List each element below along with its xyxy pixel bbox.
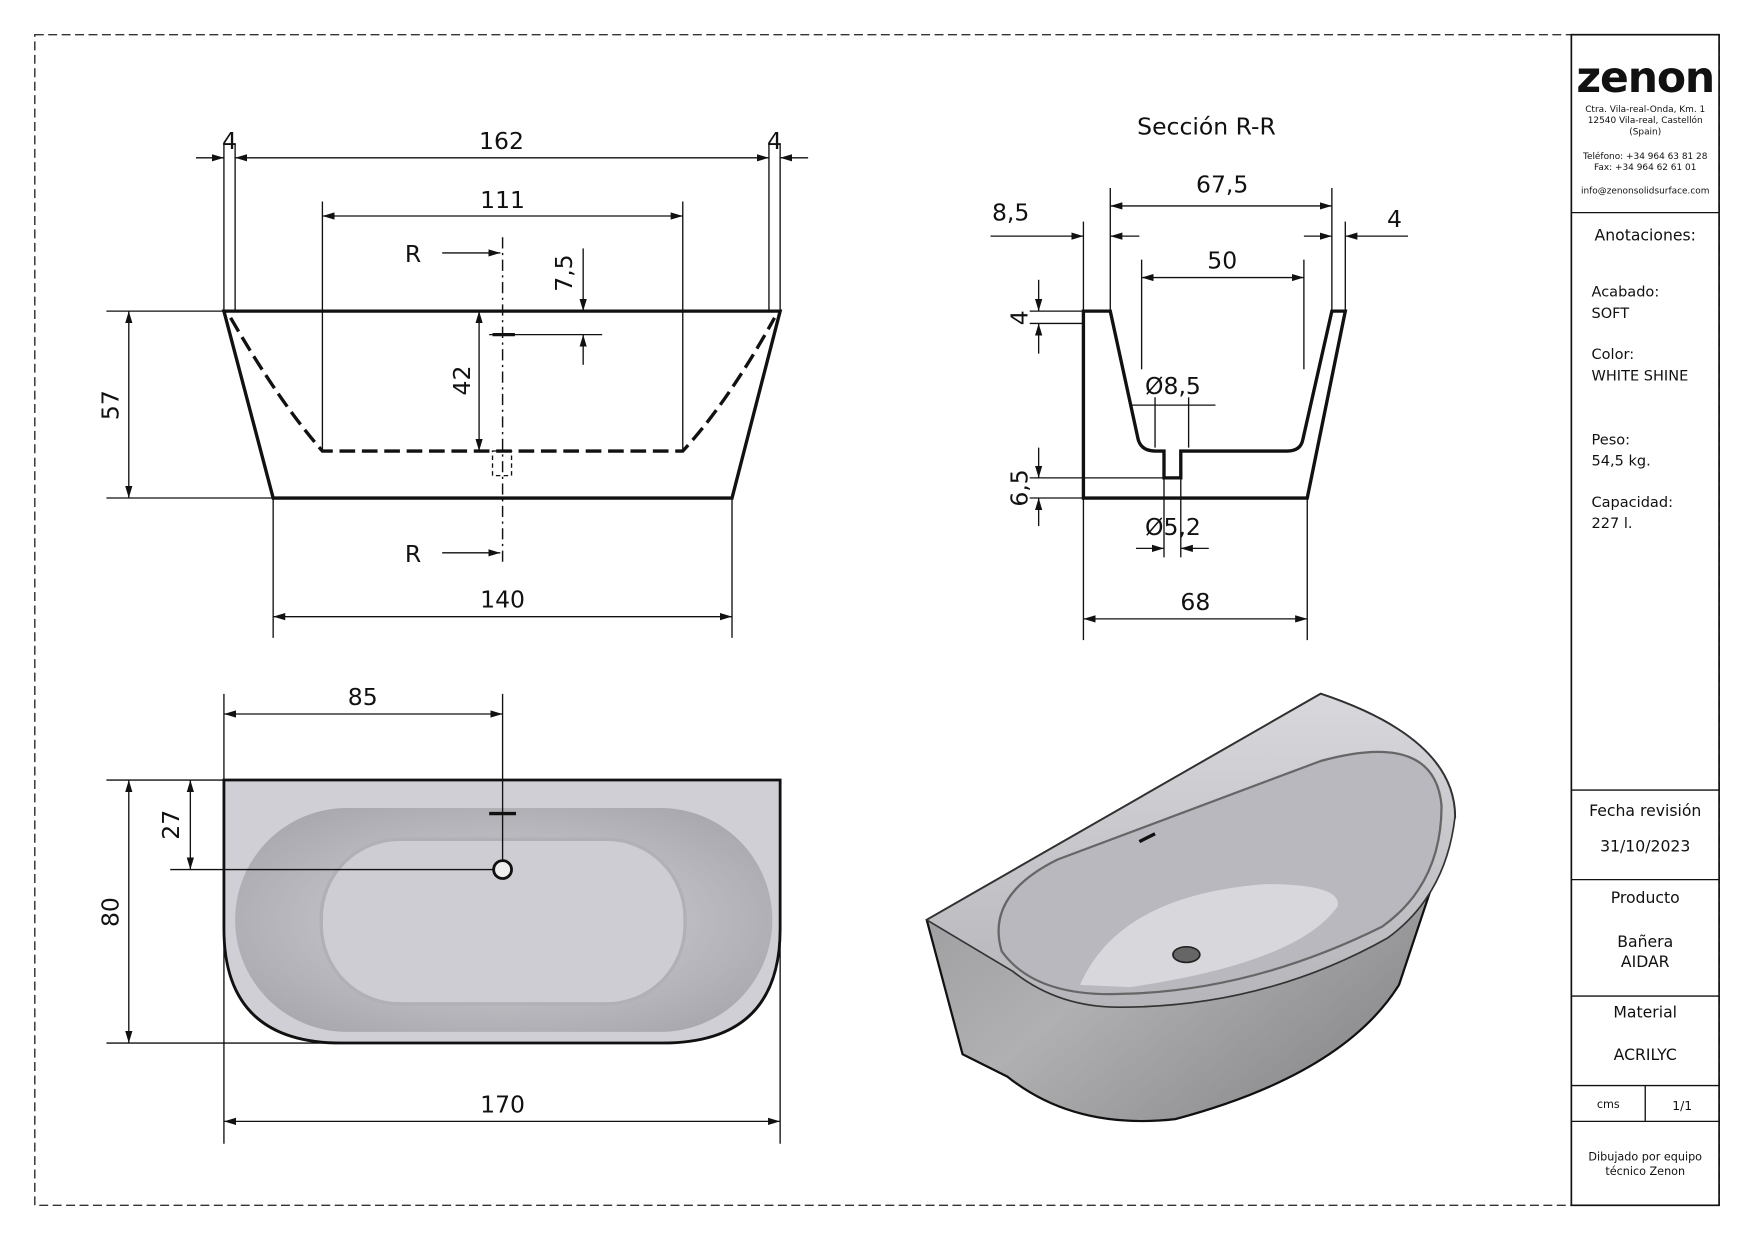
dim-drain-y: 27	[157, 810, 185, 840]
revision-date: 31/10/2023	[1600, 837, 1690, 856]
drain-icon	[492, 859, 513, 880]
product-label: Producto	[1611, 888, 1680, 907]
weight-value: 54,5 kg.	[1592, 454, 1651, 470]
scale: 1/1	[1672, 1099, 1692, 1113]
units: cms	[1597, 1098, 1620, 1111]
dim-plan-length: 170	[480, 1090, 525, 1118]
dim-bottom-width: 68	[1180, 588, 1210, 616]
footer-line-1: Dibujado por equipo	[1588, 1151, 1702, 1164]
dim-inner-length: 111	[480, 186, 525, 214]
capacity-label: Capacidad:	[1592, 495, 1673, 511]
address-line-3: (Spain)	[1629, 127, 1661, 137]
address-line-1: Ctra. Vila-real-Onda, Km. 1	[1585, 105, 1705, 115]
title-block: zenon Ctra. Vila-real-Onda, Km. 1 12540 …	[1570, 33, 1720, 1207]
dim-rim: 4	[1005, 310, 1033, 325]
dim-height: 57	[97, 390, 125, 420]
weight-label: Peso:	[1592, 432, 1631, 448]
footer-line-2: técnico Zenon	[1605, 1165, 1685, 1178]
section-mark-bottom: R	[405, 540, 421, 568]
color-label: Color:	[1592, 347, 1635, 363]
revision-label: Fecha revisión	[1589, 801, 1701, 820]
dim-drain-height: 6,5	[1005, 469, 1033, 506]
dim-depth: 42	[448, 366, 476, 396]
product-line-1: Bañera	[1617, 932, 1673, 951]
section-title: Sección R-R	[1137, 112, 1276, 140]
section-view: Sección R-R 67,5 8,5 4 50 4 Ø8,5 6,5 Ø5,…	[990, 112, 1408, 641]
finish-value: SOFT	[1592, 306, 1630, 322]
front-elevation-view: 4 162 4 111 57 42 7,5 140 R R	[97, 127, 809, 638]
material-value: ACRILYC	[1614, 1045, 1677, 1064]
dim-bottom-length: 140	[480, 586, 525, 614]
email-link[interactable]: info@zenonsolidsurface.com	[1581, 187, 1709, 197]
dim-drain-bottom: Ø5,2	[1145, 513, 1201, 541]
zenon-logo: zenon	[1576, 54, 1714, 103]
dim-drain-x: 85	[348, 683, 378, 711]
capacity-value: 227 l.	[1592, 516, 1633, 532]
dim-inner-width: 50	[1207, 247, 1237, 275]
dim-left-offset: 8,5	[992, 198, 1029, 226]
color-value: WHITE SHINE	[1592, 369, 1689, 385]
material-label: Material	[1613, 1002, 1677, 1021]
dim-top-width: 67,5	[1196, 170, 1248, 198]
address-line-2: 12540 Vila-real, Castellón	[1588, 115, 1703, 126]
phone: Teléfono: +34 964 63 81 28	[1582, 151, 1708, 162]
annotations-title: Anotaciones:	[1594, 226, 1695, 245]
dim-left-wall: 4	[222, 127, 237, 155]
dim-drain-top: Ø8,5	[1145, 372, 1201, 400]
finish-label: Acabado:	[1592, 285, 1660, 301]
dim-right-wall: 4	[767, 127, 782, 155]
dim-overflow: 7,5	[550, 254, 578, 291]
isometric-render	[925, 692, 1457, 1123]
section-mark-top: R	[405, 240, 421, 268]
dim-right-offset: 4	[1387, 205, 1402, 233]
plan-view: 85 27 80 170	[97, 683, 782, 1144]
dim-top-length: 162	[479, 127, 524, 155]
product-line-2: AIDAR	[1621, 952, 1670, 971]
dim-plan-width: 80	[97, 897, 125, 927]
fax: Fax: +34 964 62 61 01	[1594, 163, 1696, 173]
